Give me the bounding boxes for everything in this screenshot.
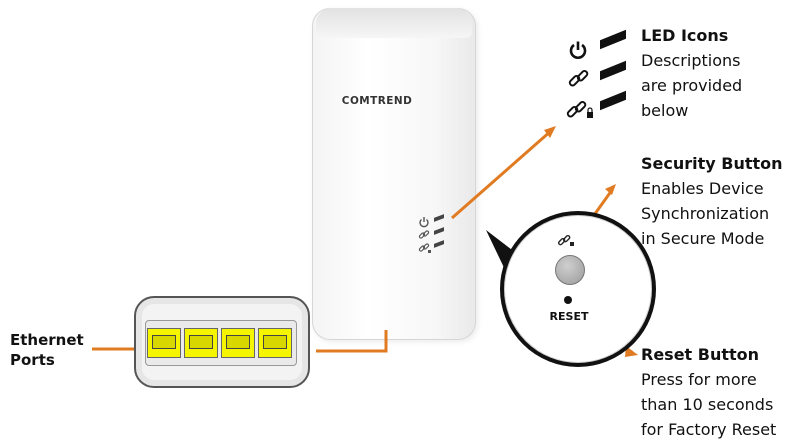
link-icon: [568, 68, 590, 90]
security-button-title: Security Button: [641, 154, 783, 173]
security-line-1: Enables Device: [641, 179, 764, 198]
led-icons-title: LED Icons: [641, 26, 729, 45]
adapter-top: [316, 8, 472, 38]
reset-label: RESET: [549, 310, 589, 323]
zoom-link-lock-icon: [557, 233, 575, 247]
ethernet-port-4[interactable]: [258, 328, 292, 358]
power-icon: [568, 40, 588, 60]
reset-line-1: Press for more: [641, 370, 757, 389]
reset-button-description: Press for more than 10 seconds for Facto…: [641, 367, 776, 442]
brand-logo: COMTREND: [341, 94, 413, 107]
security-button[interactable]: [555, 255, 585, 285]
device-link-lock-icon: [418, 239, 432, 253]
security-line-2: Synchronization: [641, 204, 770, 223]
security-line-3: in Secure Mode: [641, 229, 765, 248]
ethernet-line-2: Ports: [10, 351, 55, 369]
led-callout-arrow: [544, 126, 556, 138]
port-connector-line: [316, 330, 388, 353]
ethernet-port-1[interactable]: [147, 328, 181, 358]
reset-button[interactable]: [564, 296, 572, 304]
ethernet-ports-label: Ethernet Ports: [10, 330, 84, 370]
ethernet-port-2[interactable]: [184, 328, 218, 358]
security-callout-arrow: [605, 184, 616, 195]
device-link-icon: [418, 226, 430, 239]
link-lock-icon: [566, 98, 596, 122]
reset-line-3: for Factory Reset: [641, 420, 777, 439]
ethernet-port-3[interactable]: [221, 328, 255, 358]
device-power-icon: [418, 213, 430, 228]
powerline-adapter: [312, 8, 476, 340]
led-icons-line-2: are provided: [641, 76, 743, 95]
led-icons-line-3: below: [641, 101, 689, 120]
reset-line-2: than 10 seconds: [641, 395, 774, 414]
security-button-description: Enables Device Synchronization in Secure…: [641, 176, 769, 251]
reset-button-title: Reset Button: [641, 345, 760, 364]
ethernet-ports-group: [147, 328, 293, 358]
ethernet-line-1: Ethernet: [10, 331, 84, 349]
led-icons-line-1: Descriptions: [641, 51, 741, 70]
led-icons-description: Descriptions are provided below: [641, 48, 742, 123]
reset-callout-arrow: [625, 346, 638, 357]
zoom-circle: [500, 211, 656, 367]
led-callout-line: [451, 128, 553, 220]
